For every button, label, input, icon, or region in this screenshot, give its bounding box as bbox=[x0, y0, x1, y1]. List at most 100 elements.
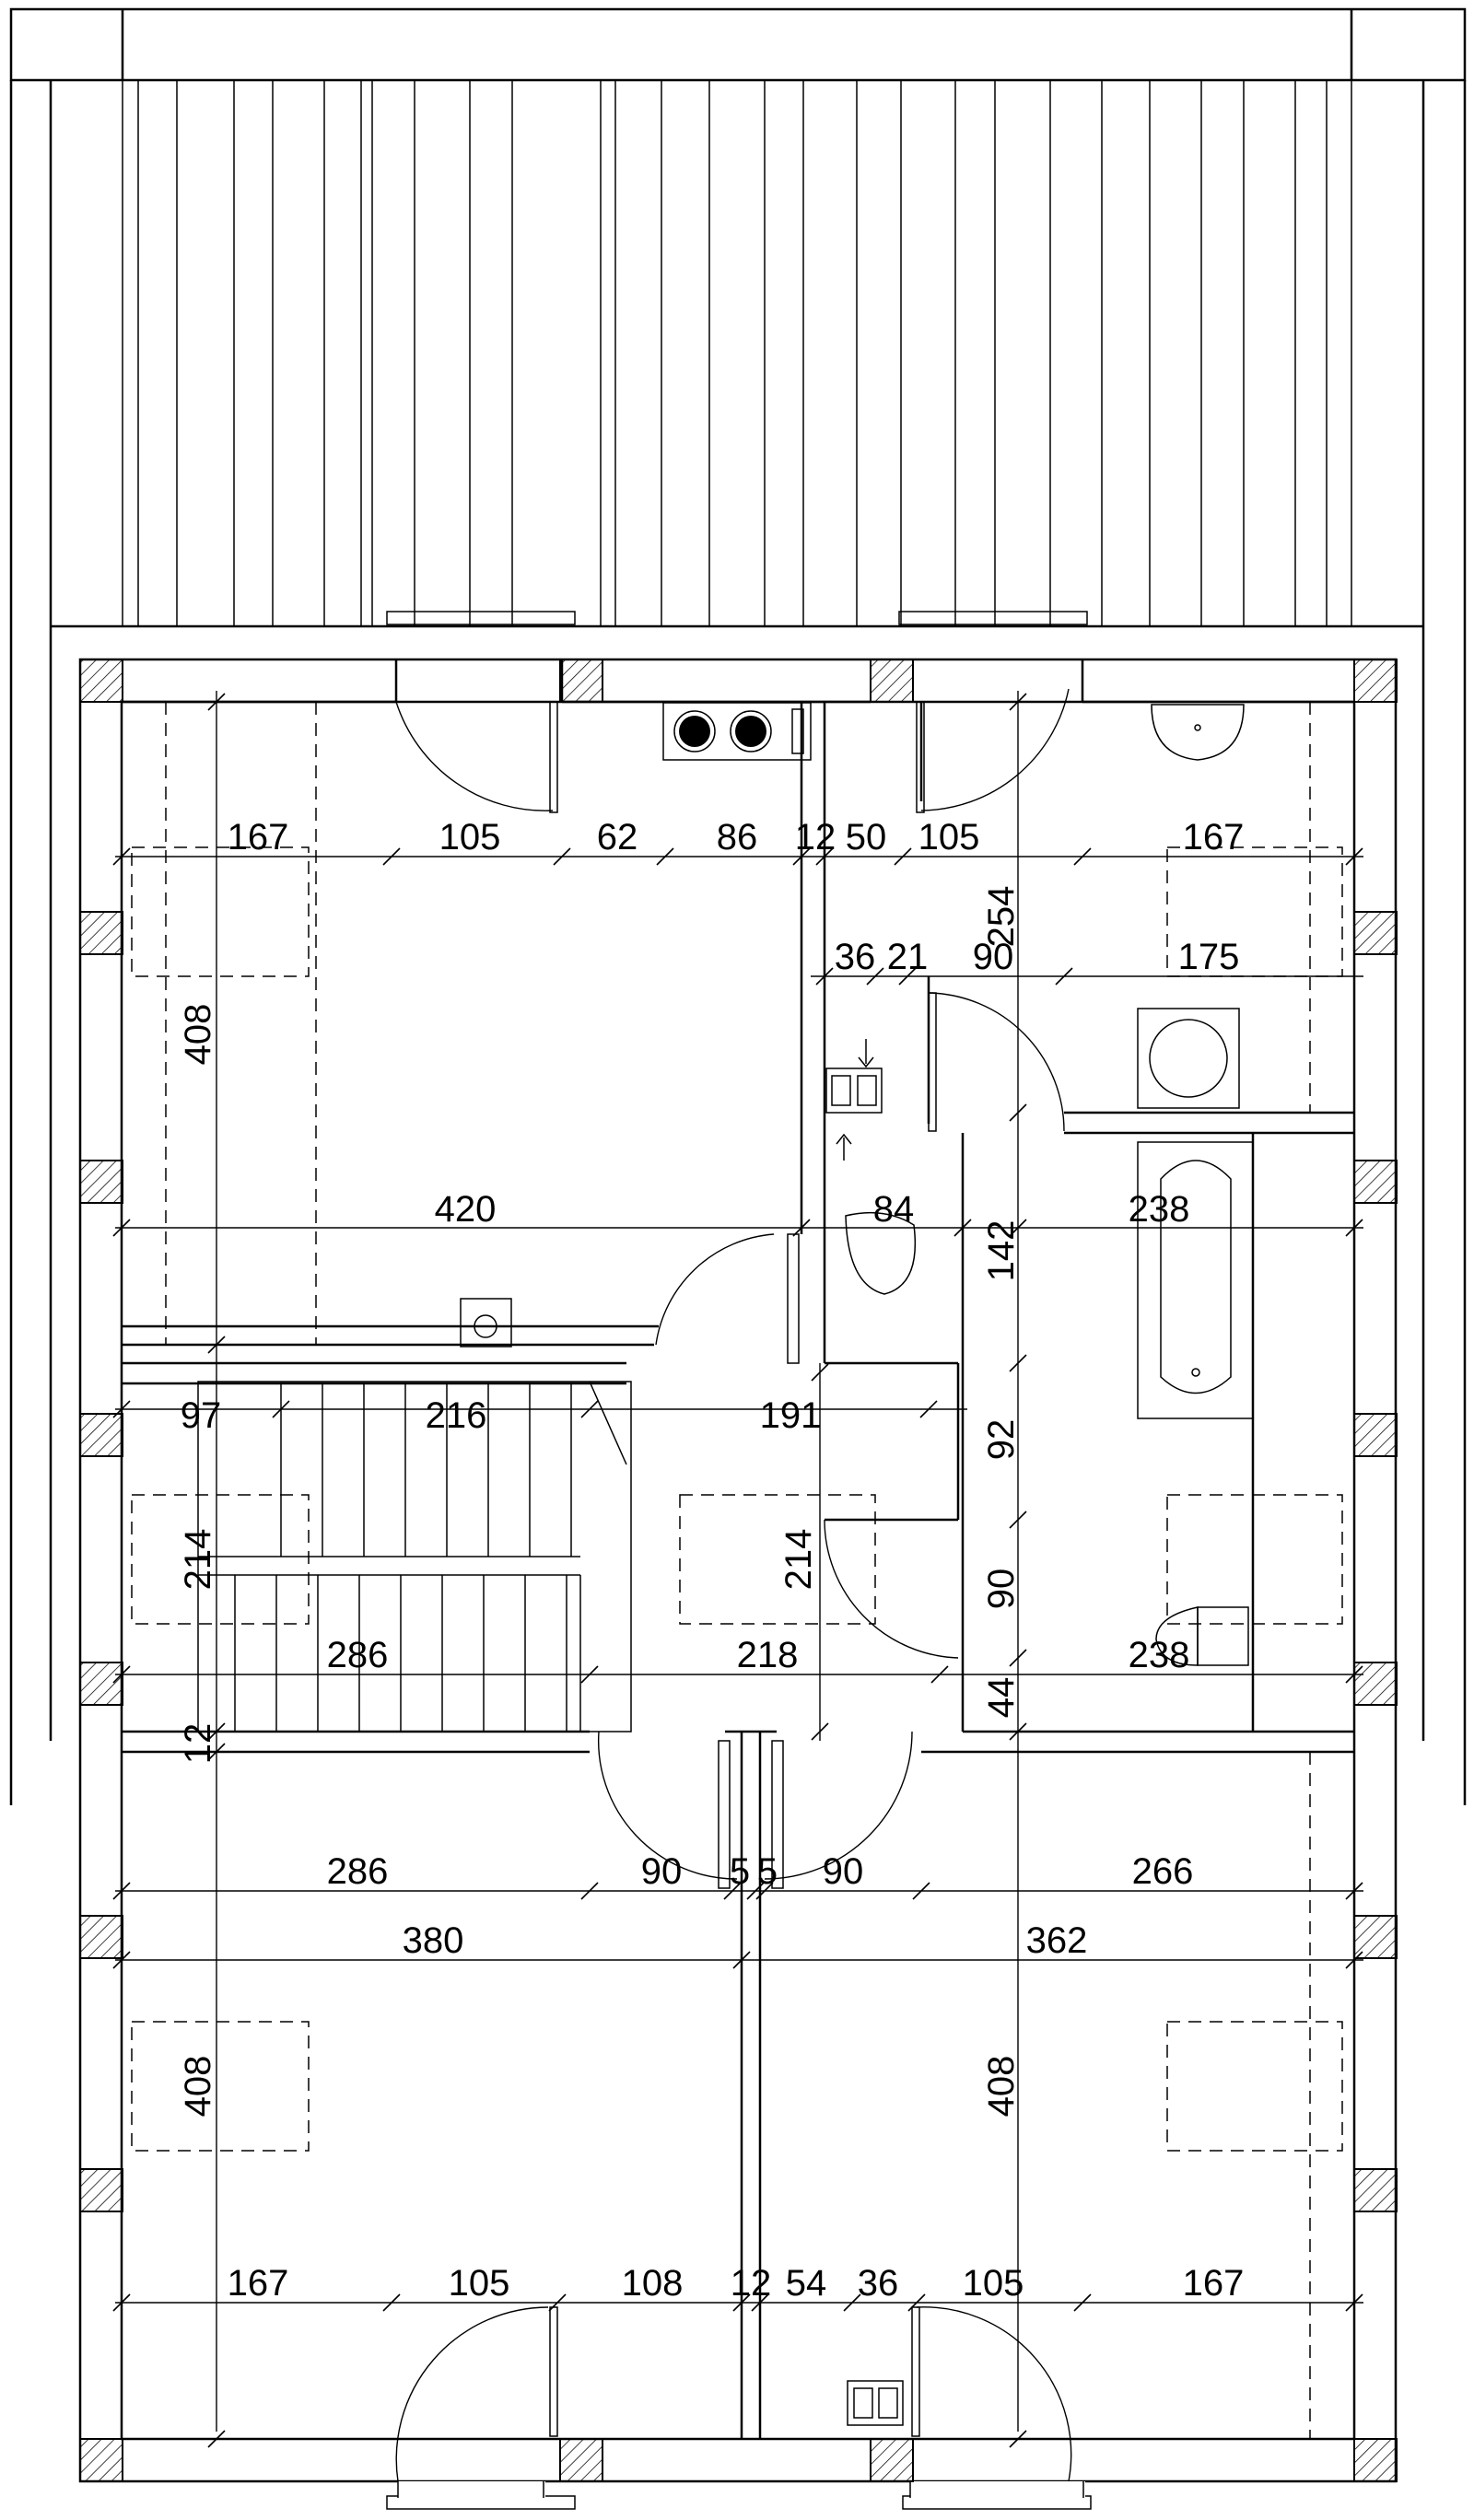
door-swing-top-left bbox=[395, 701, 554, 811]
dim-tick bbox=[112, 1219, 131, 1237]
toilet-icon bbox=[1155, 1606, 1249, 1666]
dim-tick bbox=[930, 1665, 949, 1684]
column-hatch bbox=[79, 911, 123, 955]
dim-tick bbox=[548, 2293, 567, 2312]
chimney-icon bbox=[460, 1298, 512, 1348]
dim-label: 105 bbox=[963, 2263, 1024, 2304]
dim-tick bbox=[207, 1336, 226, 1354]
dim-label: 84 bbox=[873, 1189, 915, 1230]
dim-label: 97 bbox=[181, 1395, 222, 1436]
dimension-lines bbox=[115, 691, 1363, 2432]
dim-label: 218 bbox=[737, 1635, 799, 1675]
dim-tick bbox=[792, 1219, 811, 1237]
dim-tick bbox=[755, 1882, 774, 1900]
dim-tick bbox=[553, 847, 571, 866]
dim-tick bbox=[894, 847, 912, 866]
column-hatch bbox=[79, 2168, 123, 2212]
dim-tick bbox=[1009, 1103, 1027, 1122]
ventilation-icon bbox=[825, 1039, 883, 1161]
staircase bbox=[197, 1381, 632, 1732]
dim-tick bbox=[723, 1882, 742, 1900]
dim-tick bbox=[112, 1951, 131, 1969]
dim-label: 238 bbox=[1129, 1635, 1190, 1675]
dim-tick bbox=[815, 847, 834, 866]
dimension-ticks bbox=[112, 693, 1363, 2448]
dim-label: 105 bbox=[449, 2263, 510, 2304]
dim-tick bbox=[272, 1400, 290, 1418]
door-swing-bathroom bbox=[928, 992, 1065, 1132]
dim-tick bbox=[811, 1363, 829, 1382]
dim-label: 167 bbox=[1183, 817, 1245, 858]
dim-tick bbox=[207, 1743, 226, 1761]
dim-label: 105 bbox=[918, 817, 980, 858]
column-hatch bbox=[1353, 2168, 1398, 2212]
bathtub-icon bbox=[1137, 1141, 1254, 1419]
dim-label: 90 bbox=[823, 1851, 864, 1892]
column-hatch bbox=[1353, 659, 1398, 703]
dim-label: 108 bbox=[622, 2263, 684, 2304]
dim-label: 44 bbox=[981, 1677, 1022, 1719]
dim-tick bbox=[1073, 847, 1092, 866]
dim-tick bbox=[1345, 1882, 1363, 1900]
column-hatch bbox=[1353, 1662, 1398, 1706]
dim-tick bbox=[112, 847, 131, 866]
column-hatch bbox=[79, 1413, 123, 1457]
column-hatch bbox=[1353, 1413, 1398, 1457]
column-hatch bbox=[79, 659, 123, 703]
dim-tick bbox=[866, 967, 884, 986]
outer-walls bbox=[78, 611, 1398, 2510]
dim-label: 86 bbox=[717, 817, 758, 858]
dim-tick bbox=[1009, 1219, 1027, 1237]
roof-battens bbox=[50, 80, 1424, 626]
dim-label: 214 bbox=[178, 1529, 218, 1591]
dim-tick bbox=[1009, 1354, 1027, 1372]
sloped-ceiling-lines bbox=[131, 702, 1343, 2439]
washbasin-icon bbox=[1151, 704, 1245, 761]
door-swing-stair bbox=[655, 1233, 775, 1346]
dimension-labels: 167 105 62 86 12 50 105 167 254 36 21 90… bbox=[178, 817, 1244, 2304]
dim-tick bbox=[580, 1665, 599, 1684]
dim-label: 362 bbox=[1026, 1920, 1088, 1961]
column-hatch bbox=[870, 2438, 914, 2482]
dim-tick bbox=[1009, 1511, 1027, 1529]
dim-tick bbox=[811, 1722, 829, 1741]
dim-label: 286 bbox=[327, 1851, 389, 1892]
dim-tick bbox=[1009, 1722, 1027, 1741]
column-hatch bbox=[79, 1662, 123, 1706]
door-swing-hall bbox=[824, 1519, 959, 1659]
dim-label: 5 bbox=[730, 1851, 750, 1892]
dim-label: 90 bbox=[641, 1851, 683, 1892]
dim-label: 408 bbox=[981, 2056, 1022, 2118]
dim-label: 142 bbox=[981, 1220, 1022, 1282]
dim-tick bbox=[751, 2293, 769, 2312]
dim-label: 21 bbox=[887, 937, 929, 977]
column-hatch bbox=[1353, 2438, 1398, 2482]
column-hatch bbox=[870, 659, 914, 703]
columns bbox=[79, 659, 1398, 2482]
dim-label: 90 bbox=[981, 1569, 1022, 1610]
dim-tick bbox=[815, 967, 834, 986]
dim-tick bbox=[1073, 2293, 1092, 2312]
column-hatch bbox=[79, 1915, 123, 1959]
dim-tick bbox=[919, 1400, 938, 1418]
dim-label: 214 bbox=[778, 1529, 819, 1591]
dim-label: 54 bbox=[786, 2263, 827, 2304]
dim-tick bbox=[656, 847, 674, 866]
dim-tick bbox=[898, 967, 917, 986]
dim-label: 12 bbox=[795, 817, 836, 858]
dim-tick bbox=[112, 1665, 131, 1684]
dim-tick bbox=[112, 2293, 131, 2312]
dim-label: 36 bbox=[858, 2263, 899, 2304]
dim-tick bbox=[1345, 1219, 1363, 1237]
dim-label: 12 bbox=[731, 2263, 772, 2304]
window-top-right bbox=[898, 611, 1088, 625]
dim-tick bbox=[1009, 1649, 1027, 1667]
dim-label: 36 bbox=[835, 937, 876, 977]
dim-label: 62 bbox=[597, 817, 638, 858]
dim-label: 238 bbox=[1129, 1189, 1190, 1230]
door-swing-bottom-left bbox=[395, 2306, 549, 2482]
column-hatch bbox=[1353, 1915, 1398, 1959]
column-hatch bbox=[79, 1160, 123, 1204]
washbasin-icon bbox=[845, 1211, 917, 1295]
